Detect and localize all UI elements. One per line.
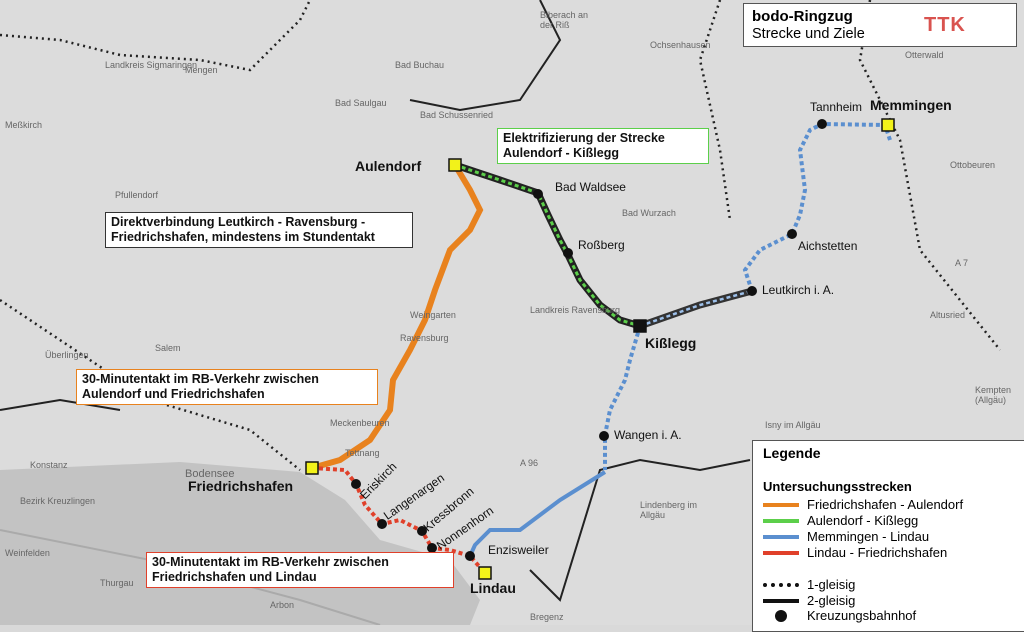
label-meckenbeuren: Meckenbeuren <box>330 418 390 428</box>
label-bad-buchau: Bad Buchau <box>395 60 445 70</box>
station-wangen: Wangen i. A. <box>614 428 682 442</box>
rail-line <box>409 0 562 112</box>
label-weinfelden: Weinfelden <box>5 548 50 558</box>
callout-takt-friedrichshafen-lindau: 30-Minutentakt im RB-Verkehr zwischen Fr… <box>146 552 454 588</box>
single-track-swatch <box>763 582 799 587</box>
legend-item: Friedrichshafen - Aulendorf <box>763 497 963 512</box>
city-memmingen: Memmingen <box>870 97 952 113</box>
red-swatch <box>763 550 799 555</box>
callout-direktverbindung: Direktverbindung Leutkirch - Ravensburg … <box>105 212 413 248</box>
label-a7: A 7 <box>955 258 969 268</box>
label-bad-wurzach: Bad Wurzach <box>622 208 676 218</box>
label-thurgau: Thurgau <box>100 578 134 588</box>
legend-item: Kreuzungsbahnhof <box>763 608 916 623</box>
label-bad-schussenried: Bad Schussenried <box>420 110 494 120</box>
label-arbon: Arbon <box>270 600 295 610</box>
label-kempten: Kempten (Allgäu) <box>975 385 1012 405</box>
title-line2: Strecke und Ziele <box>752 26 865 42</box>
station-enzisweiler: Enzisweiler <box>488 543 549 557</box>
city-friedrichshafen: Friedrichshafen <box>188 478 294 494</box>
label-altusried: Altusried <box>930 310 966 320</box>
crossing-stations <box>351 119 827 561</box>
route-lindau-friedrichshafen <box>311 466 487 575</box>
route-memmingen-lindau-solid <box>468 470 607 557</box>
label-messkirch: Meßkirch <box>5 120 43 130</box>
label-weingarten: Weingarten <box>410 310 456 320</box>
legend-label: Memmingen - Lindau <box>807 529 930 544</box>
legend-label: 1-gleisig <box>807 577 856 592</box>
label-ravensburg: Ravensburg <box>400 333 449 343</box>
legend-title: Legende <box>763 445 821 461</box>
legend-item: Memmingen - Lindau <box>763 529 929 544</box>
label-pfullendorf: Pfullendorf <box>115 190 159 200</box>
blue-swatch <box>763 534 799 539</box>
legend: Legende Untersuchungsstrecken Friedrichs… <box>752 440 1024 632</box>
label-lk-ravensburg: Landkreis Ravensburg <box>530 305 621 315</box>
legend-label: Aulendorf - Kißlegg <box>807 513 919 528</box>
label-salem: Salem <box>155 343 181 353</box>
label-a96: A 96 <box>520 458 539 468</box>
crossing-station-icon <box>763 609 799 622</box>
main-stations <box>305 118 895 580</box>
title-line1: bodo-Ringzug <box>752 8 853 25</box>
legend-label: 2-gleisig <box>807 593 856 608</box>
label-isny: Isny im Allgäu <box>765 420 821 430</box>
city-kisslegg: Kißlegg <box>645 335 697 351</box>
city-aulendorf: Aulendorf <box>355 158 422 174</box>
label-sigmaringen: Landkreis Sigmaringen <box>105 60 198 70</box>
double-track-swatch <box>763 598 799 603</box>
ttk-logo: TTK <box>924 14 966 36</box>
callout-takt-aulendorf-friedrichshafen: 30-Minutentakt im RB-Verkehr zwischen Au… <box>76 369 378 405</box>
route-friedrichshafen-aulendorf <box>311 163 484 471</box>
label-bodensee: Bodensee <box>185 468 235 480</box>
orange-swatch <box>763 502 799 507</box>
label-bad-saulgau: Bad Saulgau <box>335 98 387 108</box>
legend-item: 1-gleisig <box>763 577 855 592</box>
title-box: bodo-Ringzug Strecke und Ziele TTK <box>743 3 1017 47</box>
label-biberach: Biberach an der Riß <box>540 10 589 30</box>
label-konstanz: Konstanz <box>30 460 68 470</box>
label-ueberlingen: Überlingen <box>45 350 89 360</box>
label-ochsenhausen: Ochsenhausen <box>650 40 711 50</box>
city-lindau: Lindau <box>470 580 516 596</box>
green-swatch <box>763 518 799 523</box>
legend-label: Lindau - Friedrichshafen <box>807 545 948 560</box>
legend-item: Aulendorf - Kißlegg <box>763 513 918 528</box>
station-tannheim: Tannheim <box>810 100 863 114</box>
label-lindenberg: Lindenberg im Allgäu <box>640 500 698 520</box>
label-bregenz: Bregenz <box>530 612 564 622</box>
label-ottobeuren: Ottobeuren <box>950 160 996 170</box>
label-otterwald: Otterwald <box>905 50 944 60</box>
station-aichstetten: Aichstetten <box>798 239 858 253</box>
callout-elektrifizierung: Elektrifizierung der Strecke Aulendorf -… <box>497 128 709 164</box>
legend-subtitle: Untersuchungsstrecken <box>763 479 912 494</box>
label-kreuzlingen: Bezirk Kreuzlingen <box>20 496 96 506</box>
legend-label: Kreuzungsbahnhof <box>807 608 917 623</box>
label-mengen: Mengen <box>185 65 218 75</box>
legend-label: Friedrichshafen - Aulendorf <box>807 497 964 512</box>
station-leutkirch: Leutkirch i. A. <box>762 283 835 297</box>
national-border <box>0 398 751 602</box>
legend-item: 2-gleisig <box>763 593 855 608</box>
label-tettnang: Tettnang <box>345 448 380 458</box>
station-bad-waldsee: Bad Waldsee <box>555 180 626 194</box>
legend-item: Lindau - Friedrichshafen <box>763 545 947 560</box>
station-rossberg: Roßberg <box>578 238 625 252</box>
